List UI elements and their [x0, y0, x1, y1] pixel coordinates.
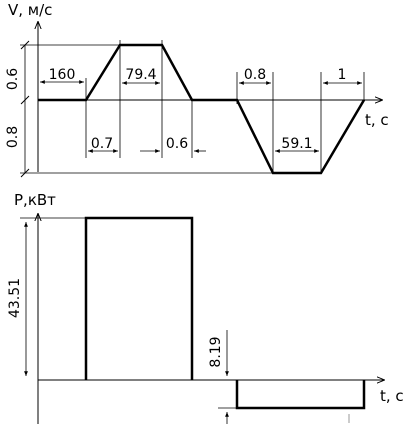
power-x-label: t, с	[380, 387, 404, 405]
power-y-label: P,кВт	[14, 191, 56, 209]
velocity-x-label: t, с	[365, 111, 389, 129]
pos-level-label: 43.51	[7, 278, 23, 318]
tick-mark	[20, 95, 30, 105]
power-positive-pulse	[84, 216, 194, 380]
velocity-y-label: V, м/с	[8, 1, 52, 19]
power-negative-pulse	[235, 380, 366, 410]
velocity-curve	[38, 43, 366, 175]
neg-height-label: 0.8	[5, 126, 21, 148]
dim-decel-down: 1	[338, 67, 347, 83]
pos-height-label: 0.6	[5, 68, 21, 90]
neg-level-label: 8.19	[208, 336, 224, 367]
tick-mark	[20, 40, 30, 50]
dim-accel-up: 0.7	[91, 136, 113, 152]
dim-decel-up: 0.6	[166, 136, 188, 152]
dim-pause-1: 160	[49, 67, 76, 83]
tick-mark	[20, 168, 30, 178]
velocity-chart: V, м/с t, с 0.6 0.8 160 79.4 0.7	[5, 1, 389, 178]
dim-hold-down: 59.1	[281, 136, 312, 152]
power-chart: P,кВт t, с 43.51 8.19	[7, 191, 404, 424]
dim-accel-down: 0.8	[244, 67, 266, 83]
dim-hold-up: 79.4	[125, 67, 156, 83]
